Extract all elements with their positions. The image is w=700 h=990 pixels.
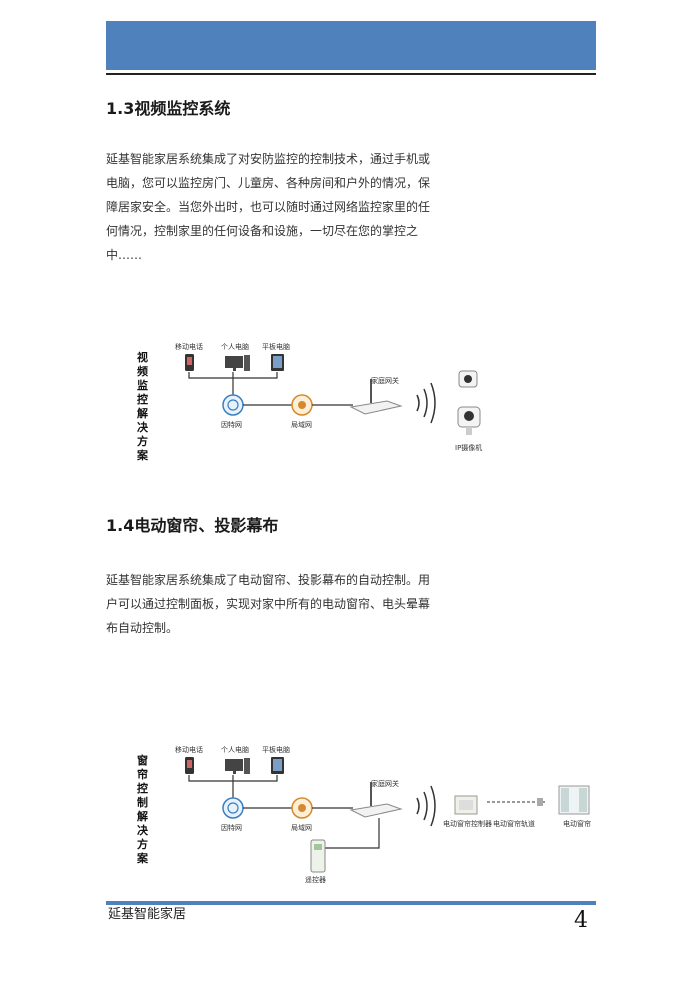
header-rule	[106, 73, 596, 75]
internet-icon	[222, 394, 244, 416]
tablet-label: 平板电脑	[262, 745, 290, 754]
internet-icon	[222, 797, 244, 819]
paragraph-line: 何情况，控制家里的任何设备和设施，一切尽在您的掌控之	[106, 224, 419, 238]
page-number: 4	[574, 908, 588, 933]
gateway-icon	[349, 803, 403, 818]
paragraph-video: 延基智能家居系统集成了对安防监控的控制技术，通过手机或 电脑，您可以监控房门、儿…	[106, 147, 438, 267]
pc-label: 个人电脑	[221, 745, 249, 754]
phone-label: 移动电话	[175, 342, 203, 351]
svg-text:决: 决	[137, 823, 149, 837]
section-title-curtain: 1.4电动窗帘、投影幕布	[106, 516, 279, 535]
camera-label: IP摄像机	[455, 443, 482, 452]
svg-text:方: 方	[137, 837, 148, 851]
paragraph-line: 延基智能家居系统集成了对安防监控的控制技术，通过手机或	[106, 152, 431, 166]
phone-label: 移动电话	[175, 745, 203, 754]
svg-text:决: 决	[137, 420, 149, 434]
svg-text:控: 控	[137, 392, 148, 406]
remote-label: 遥控器	[305, 875, 326, 884]
paragraph-line: 户可以通过控制面板，实现对家中所有的电动窗帘、电头晕幕	[106, 597, 431, 611]
paragraph-line: 电脑，您可以监控房门、儿童房、各种房间和户外的情况，保	[106, 176, 431, 190]
curtain-control-diagram: 窗 帘 控 制 解 决 方 案 移动电话 个人电脑 平板电脑 因特网 局域网 家…	[136, 745, 591, 884]
lan-label: 局域网	[291, 420, 312, 429]
svg-text:解: 解	[137, 406, 148, 420]
paragraph-curtain: 延基智能家居系统集成了电动窗帘、投影幕布的自动控制。用 户可以通过控制面板，实现…	[106, 568, 438, 640]
pc-icon	[225, 759, 243, 771]
paragraph-line: 延基智能家居系统集成了电动窗帘、投影幕布的自动控制。用	[106, 573, 431, 587]
gateway-icon	[349, 400, 403, 415]
svg-text:监: 监	[137, 378, 148, 392]
paragraph-line: 中……	[106, 248, 143, 262]
svg-text:视: 视	[137, 350, 148, 364]
gateway-label: 家庭网关	[371, 779, 399, 788]
svg-text:控: 控	[137, 781, 148, 795]
pc-icon	[225, 356, 243, 368]
diagram-vertical-title: 视 频 监 控 解 决 方 案	[136, 350, 149, 462]
svg-text:频: 频	[137, 364, 148, 378]
svg-text:解: 解	[137, 809, 148, 823]
tablet-label: 平板电脑	[262, 342, 290, 351]
diagram-vertical-title: 窗 帘 控 制 解 决 方 案	[136, 753, 149, 865]
lan-label: 局域网	[291, 823, 312, 832]
footer-rule	[106, 901, 596, 905]
panel-label: 电动窗帘控制器	[443, 819, 492, 828]
section-title-video: 1.3视频监控系统	[106, 99, 231, 118]
wireless-signal-icon	[416, 382, 436, 424]
track-label: 电动窗帘轨道	[493, 819, 535, 828]
header-bar	[106, 21, 596, 70]
curtain-label: 电动窗帘	[563, 819, 591, 828]
internet-label: 因特网	[221, 823, 242, 832]
video-monitoring-diagram: 视 频 监 控 解 决 方 案 移动电话 个人电脑 平板电脑 因特网 局域网 家…	[136, 342, 482, 462]
svg-text:窗: 窗	[137, 753, 148, 767]
svg-text:制: 制	[137, 795, 148, 809]
svg-text:帘: 帘	[137, 767, 148, 781]
pc-label: 个人电脑	[221, 342, 249, 351]
paragraph-line: 障居家安全。当您外出时，也可以随时通过网络监控家里的任	[106, 200, 431, 214]
footer-company: 延基智能家居	[108, 907, 187, 922]
svg-text:方: 方	[137, 434, 148, 448]
wireless-signal-icon	[416, 785, 436, 827]
paragraph-line: 布自动控制。	[106, 621, 179, 635]
gateway-label: 家庭网关	[371, 376, 399, 385]
svg-text:案: 案	[136, 851, 149, 865]
internet-label: 因特网	[221, 420, 242, 429]
svg-text:案: 案	[136, 448, 149, 462]
